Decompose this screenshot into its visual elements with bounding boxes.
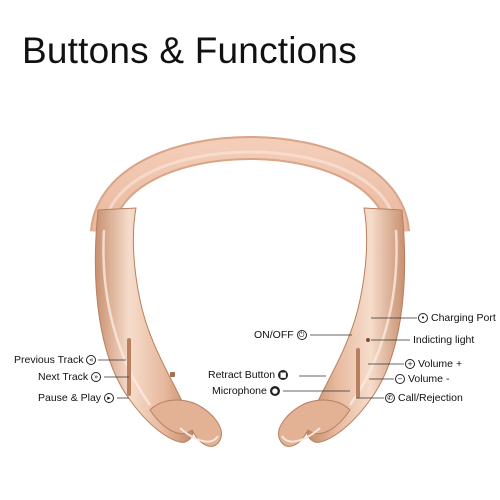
retract-button-mark	[170, 372, 175, 377]
label-volume-down: − Volume -	[395, 373, 449, 385]
leader-lines	[98, 317, 417, 399]
label-indicating-light: Indicting light	[413, 334, 475, 346]
page-title: Buttons & Functions	[22, 30, 357, 71]
label-pause-play: Pause & Play ▸	[38, 392, 115, 404]
label-call-rejection: ✆ Call/Rejection	[385, 392, 463, 404]
right-volume-buttons	[356, 348, 360, 398]
plug-icon: •	[418, 313, 428, 323]
label-previous-track: Previous Track «	[14, 354, 97, 366]
minus-icon: −	[395, 374, 405, 384]
right-arm	[306, 207, 406, 443]
left-track-buttons	[127, 338, 131, 396]
label-volume-up: + Volume +	[405, 358, 462, 370]
power-icon: ⏻	[296, 330, 307, 340]
label-microphone: Microphone ●	[212, 385, 280, 397]
phone-icon: ✆	[385, 393, 395, 403]
label-next-track: Next Track »	[38, 371, 102, 383]
label-retract-button: Retract Button ■	[208, 369, 289, 381]
cable-reel-icon: ■	[278, 370, 289, 380]
label-charging-port: • Charging Port	[418, 312, 496, 324]
plus-icon: +	[405, 359, 415, 369]
label-on-off: ON/OFF ⏻	[254, 329, 307, 341]
left-arm	[94, 207, 194, 443]
microphone-icon: ●	[269, 386, 280, 396]
play-pause-icon: ▸	[104, 393, 115, 403]
rewind-icon: «	[86, 355, 97, 365]
fast-forward-icon: »	[91, 372, 102, 382]
indicator-light-mark	[366, 338, 370, 342]
